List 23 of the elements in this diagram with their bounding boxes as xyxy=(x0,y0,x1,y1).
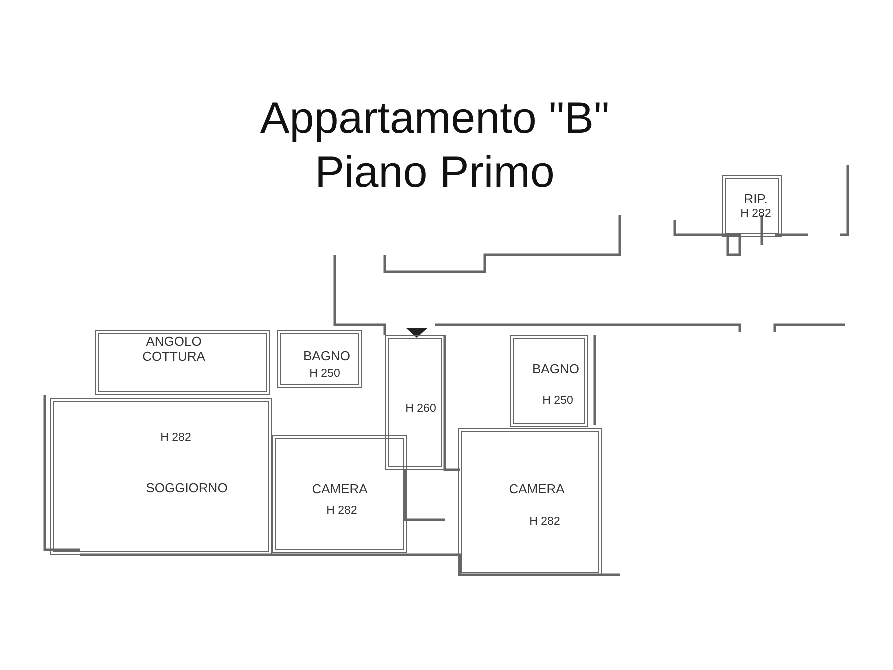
room-name: RIP. xyxy=(744,192,768,206)
ceiling-height: H 260 xyxy=(406,403,436,415)
ceiling-height: H 250 xyxy=(542,395,574,407)
ceiling-height: H 282 xyxy=(740,208,772,220)
room-name: CAMERA xyxy=(312,482,368,496)
room-outline xyxy=(722,175,782,237)
room-outline xyxy=(95,330,270,395)
room-outline xyxy=(272,435,407,553)
room-outline xyxy=(50,398,272,555)
room-outline xyxy=(385,335,445,470)
room-outline xyxy=(277,330,362,388)
room-name: BAGNO xyxy=(304,348,350,364)
ceiling-height: H 282 xyxy=(326,505,358,517)
room-outline xyxy=(510,335,588,427)
room-name: ANGOLO COTTURA xyxy=(142,334,206,364)
room-name: CAMERA xyxy=(509,482,565,496)
room-name: BAGNO xyxy=(532,362,580,376)
ceiling-height: H 282 xyxy=(160,432,192,444)
plan-title: Appartamento "B" Piano Primo xyxy=(259,93,611,199)
ceiling-height: H 250 xyxy=(310,368,340,380)
room-name: SOGGIORNO xyxy=(146,480,228,496)
ceiling-height: H 282 xyxy=(530,516,560,528)
room-outline xyxy=(458,428,602,576)
